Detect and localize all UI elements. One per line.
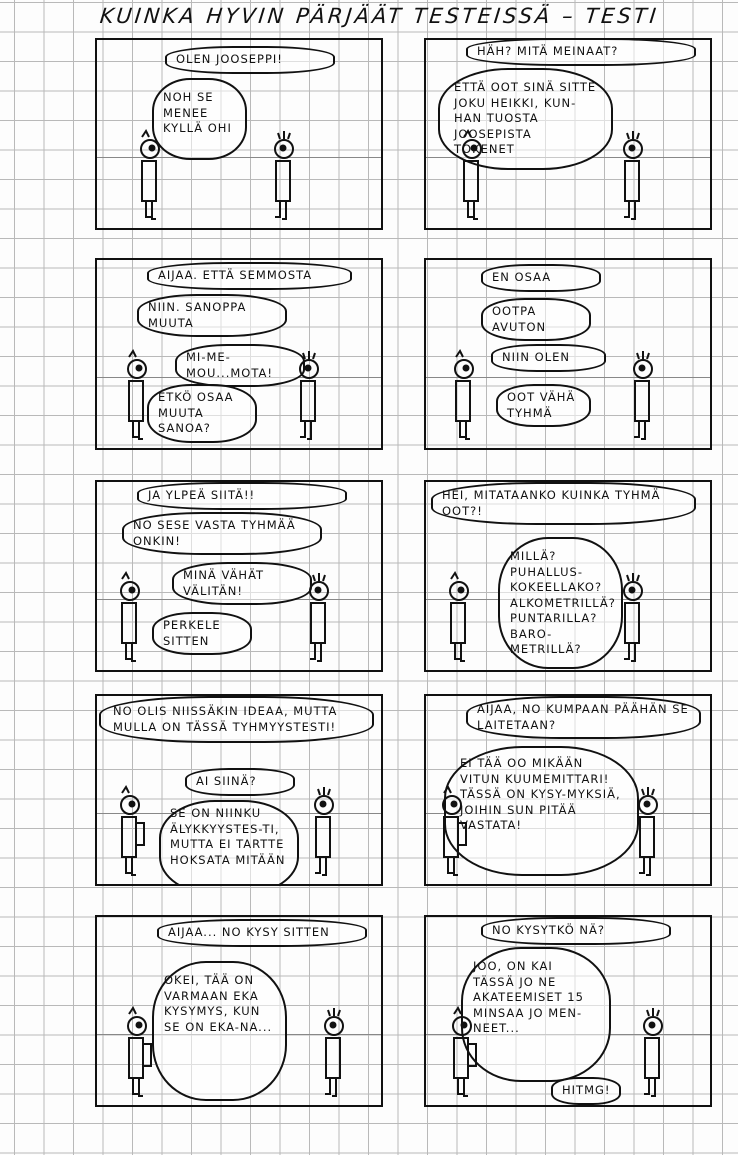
speech-bubble: HITMG! [551, 1077, 621, 1105]
comic-panel-9: AIJAA... NO KYSY SITTEN OKEI, TÄÄ ON VAR… [95, 915, 383, 1107]
floor-line [426, 376, 710, 378]
speech-bubble: JA YLPEÄ SIITÄ!! [137, 482, 347, 510]
comic-panel-8: AIJAA, NO KUMPAAN PÄÄHÄN SE LAITETAAN? E… [424, 694, 712, 886]
speech-bubble: SE ON NIINKU ÄLYKKYYSTES-TI, MUTTA EI TA… [159, 800, 299, 884]
comic-panel-4: EN OSAA OOTPA AVUTON NIIN OLEN OOT VÄHÄ … [424, 258, 712, 450]
figure-joosep [462, 129, 482, 220]
speech-bubble: MINÄ VÄHÄT VÄLITÄN! [172, 562, 312, 606]
figure-joosep [140, 129, 160, 220]
speech-bubble: NO SESE VASTA TYHMÄÄ ONKIN! [122, 512, 322, 556]
speech-bubble: EN OSAA [481, 264, 601, 292]
figure-joosep [454, 349, 474, 440]
comic-panel-1: OLEN JOOSEPPI! NOH SE MENEE KYLLÄ OHI [95, 38, 383, 230]
speech-bubble: NOH SE MENEE KYLLÄ OHI [152, 78, 247, 160]
speech-bubble: JOO, ON KAI TÄSSÄ JO NE AKATEEMISET 15 M… [461, 947, 611, 1082]
comic-panel-7: NO OLIS NIISSÄKIN IDEAA, MUTTA MULLA ON … [95, 694, 383, 886]
speech-bubble: NIIN OLEN [491, 344, 606, 372]
speech-bubble: PERKELE SITTEN [152, 612, 252, 656]
speech-bubble: EI TÄÄ OO MIKÄÄN VITUN KUUMEMITTARI! TÄS… [444, 746, 639, 876]
speech-bubble: NIIN. SANOPPA MUUTA [137, 294, 287, 338]
figure-joosep-with-test [127, 1006, 152, 1097]
comic-panel-3: AIJAA. ETTÄ SEMMOSTA NIIN. SANOPPA MUUTA… [95, 258, 383, 450]
speech-bubble: OOTPA AVUTON [481, 298, 591, 342]
speech-bubble: AIJAA, NO KUMPAAN PÄÄHÄN SE LAITETAAN? [466, 696, 701, 740]
speech-bubble: MILLÄ? PUHALLUS-KOKEELLAKO? ALKOMETRILLÄ… [498, 537, 623, 669]
speech-bubble: AIJAA. ETTÄ SEMMOSTA [147, 262, 352, 290]
figure-heikki [623, 131, 643, 220]
comic-panel-6: HEI, MITATAANKO KUINKA TYHMÄ OOT?! MILLÄ… [424, 480, 712, 672]
speech-bubble: MI-ME-MOU...MOTA! [175, 344, 305, 388]
speech-bubble: HEI, MITATAANKO KUINKA TYHMÄ OOT?! [431, 482, 696, 526]
figure-heikki [633, 351, 653, 440]
comic-panel-5: JA YLPEÄ SIITÄ!! NO SESE VASTA TYHMÄÄ ON… [95, 480, 383, 672]
figure-heikki [274, 131, 294, 220]
figure-joosep [120, 571, 140, 662]
figure-heikki [324, 1008, 344, 1097]
figure-joosep-with-test [120, 785, 145, 876]
speech-bubble: AIJAA... NO KYSY SITTEN [157, 919, 367, 947]
speech-bubble: OOT VÄHÄ TYHMÄ [496, 384, 591, 428]
figure-heikki [309, 573, 329, 662]
comic-title: KUINKA HYVIN PÄRJÄÄT TESTEISSÄ – TESTI [98, 4, 661, 28]
speech-bubble: OLEN JOOSEPPI! [165, 46, 335, 74]
speech-bubble: ETKÖ OSAA MUUTA SANOA? [147, 384, 257, 443]
speech-bubble: HÄH? MITÄ MEINAAT? [466, 40, 696, 66]
floor-line [97, 156, 381, 158]
speech-bubble: NO OLIS NIISSÄKIN IDEAA, MUTTA MULLA ON … [99, 696, 374, 744]
speech-bubble: AI SIINÄ? [185, 768, 295, 796]
figure-joosep-with-test [442, 785, 467, 876]
figure-heikki [623, 573, 643, 662]
figure-joosep-with-test [452, 1006, 477, 1097]
speech-bubble: ETTÄ OOT SINÄ SITTE JOKU HEIKKI, KUN-HAN… [438, 68, 613, 170]
figure-heikki [638, 787, 658, 876]
figure-heikki [299, 351, 319, 440]
speech-bubble: NO KYSYTKÖ NÄ? [481, 917, 671, 945]
figure-joosep [449, 571, 469, 662]
figure-joosep [127, 349, 147, 440]
speech-bubble: OKEI, TÄÄ ON VARMAAN EKA KYSYMYS, KUN SE… [152, 961, 287, 1101]
figure-heikki [643, 1008, 663, 1097]
comic-panel-10: NO KYSYTKÖ NÄ? JOO, ON KAI TÄSSÄ JO NE A… [424, 915, 712, 1107]
figure-heikki [314, 787, 334, 876]
comic-panel-2: HÄH? MITÄ MEINAAT? ETTÄ OOT SINÄ SITTE J… [424, 38, 712, 230]
